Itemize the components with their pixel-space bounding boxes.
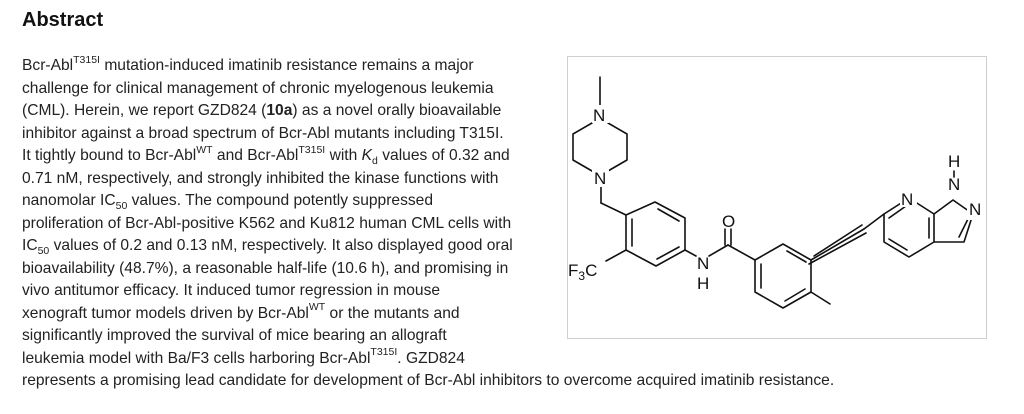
bond [605,249,627,262]
abstract-heading: Abstract [22,9,104,31]
abstract-line-6: 0.71 nM, respectively, and strongly inhi… [22,169,499,187]
toc-graphic: N N F3C N H O N H N N [567,56,987,339]
abstract-line-10: bioavailability (48.7%), a reasonable ha… [22,259,509,277]
chemical-structure-gzd824: N N F3C N H O N H N N [568,76,985,309]
bond [888,205,907,219]
bond [863,213,885,230]
atom-o: O [722,212,735,231]
abstract-line-15: represents a promising lead candidate fo… [22,372,835,389]
alkyne-bond [810,228,865,261]
atom-n-pyridine: N [901,190,913,209]
bond [600,202,627,216]
abstract-line-13: significantly improved the survival of m… [22,327,447,344]
atom-n-pyrazole-nh: N [948,175,960,194]
bond [684,249,697,257]
piperazine-right [607,122,628,172]
abstract-line-4: inhibitor against a broad spectrum of Bc… [22,124,504,142]
bond [810,291,831,305]
atom-h-pyrazole: H [948,152,960,171]
cf3-group: F3C [568,261,597,283]
atom-h-amide: H [697,274,709,293]
bond [786,250,807,263]
atom-n: N [593,106,605,125]
abstract-line-5: It tightly bound to Bcr-AblWT and Bcr-Ab… [22,143,510,168]
abstract-line-8: proliferation of Bcr-Abl-positive K562 a… [22,214,512,232]
benzene-ring-b [754,243,812,309]
abstract-line-7: nanomolar IC50 values. The compound pote… [22,192,434,213]
piperazine-left [572,122,593,172]
abstract-line-14: leukemia model with Ba/F3 cells harborin… [22,346,465,367]
abstract-line-3: (CML). Herein, we report GZD824 (10a) as… [22,102,502,119]
bond [708,244,729,257]
atom-n-pyrazole: N [969,200,981,219]
abstract-line-11: vivo antitumor efficacy. It induced tumo… [22,282,441,299]
bond [784,288,806,302]
bond [888,238,908,251]
bond [656,246,680,260]
bond [727,244,756,261]
abstract-text: Bcr-AblT315I mutation-induced imatinib r… [22,53,834,393]
atom-n: N [594,169,606,188]
abstract-line-1: Bcr-AblT315I mutation-induced imatinib r… [22,53,474,74]
abstract-line-2: challenge for clinical management of chr… [22,79,494,97]
alkyne-bond [813,224,863,257]
bond [657,208,680,222]
abstract-line-12: xenograft tumor models driven by Bcr-Abl… [22,301,460,322]
bond [958,218,969,238]
atom-n-amide: N [697,254,709,273]
benzene-ring-a [625,201,686,267]
abstract-line-9: IC50 values of 0.2 and 0.13 nM, respecti… [22,237,513,258]
alkyne-bond [808,232,867,265]
